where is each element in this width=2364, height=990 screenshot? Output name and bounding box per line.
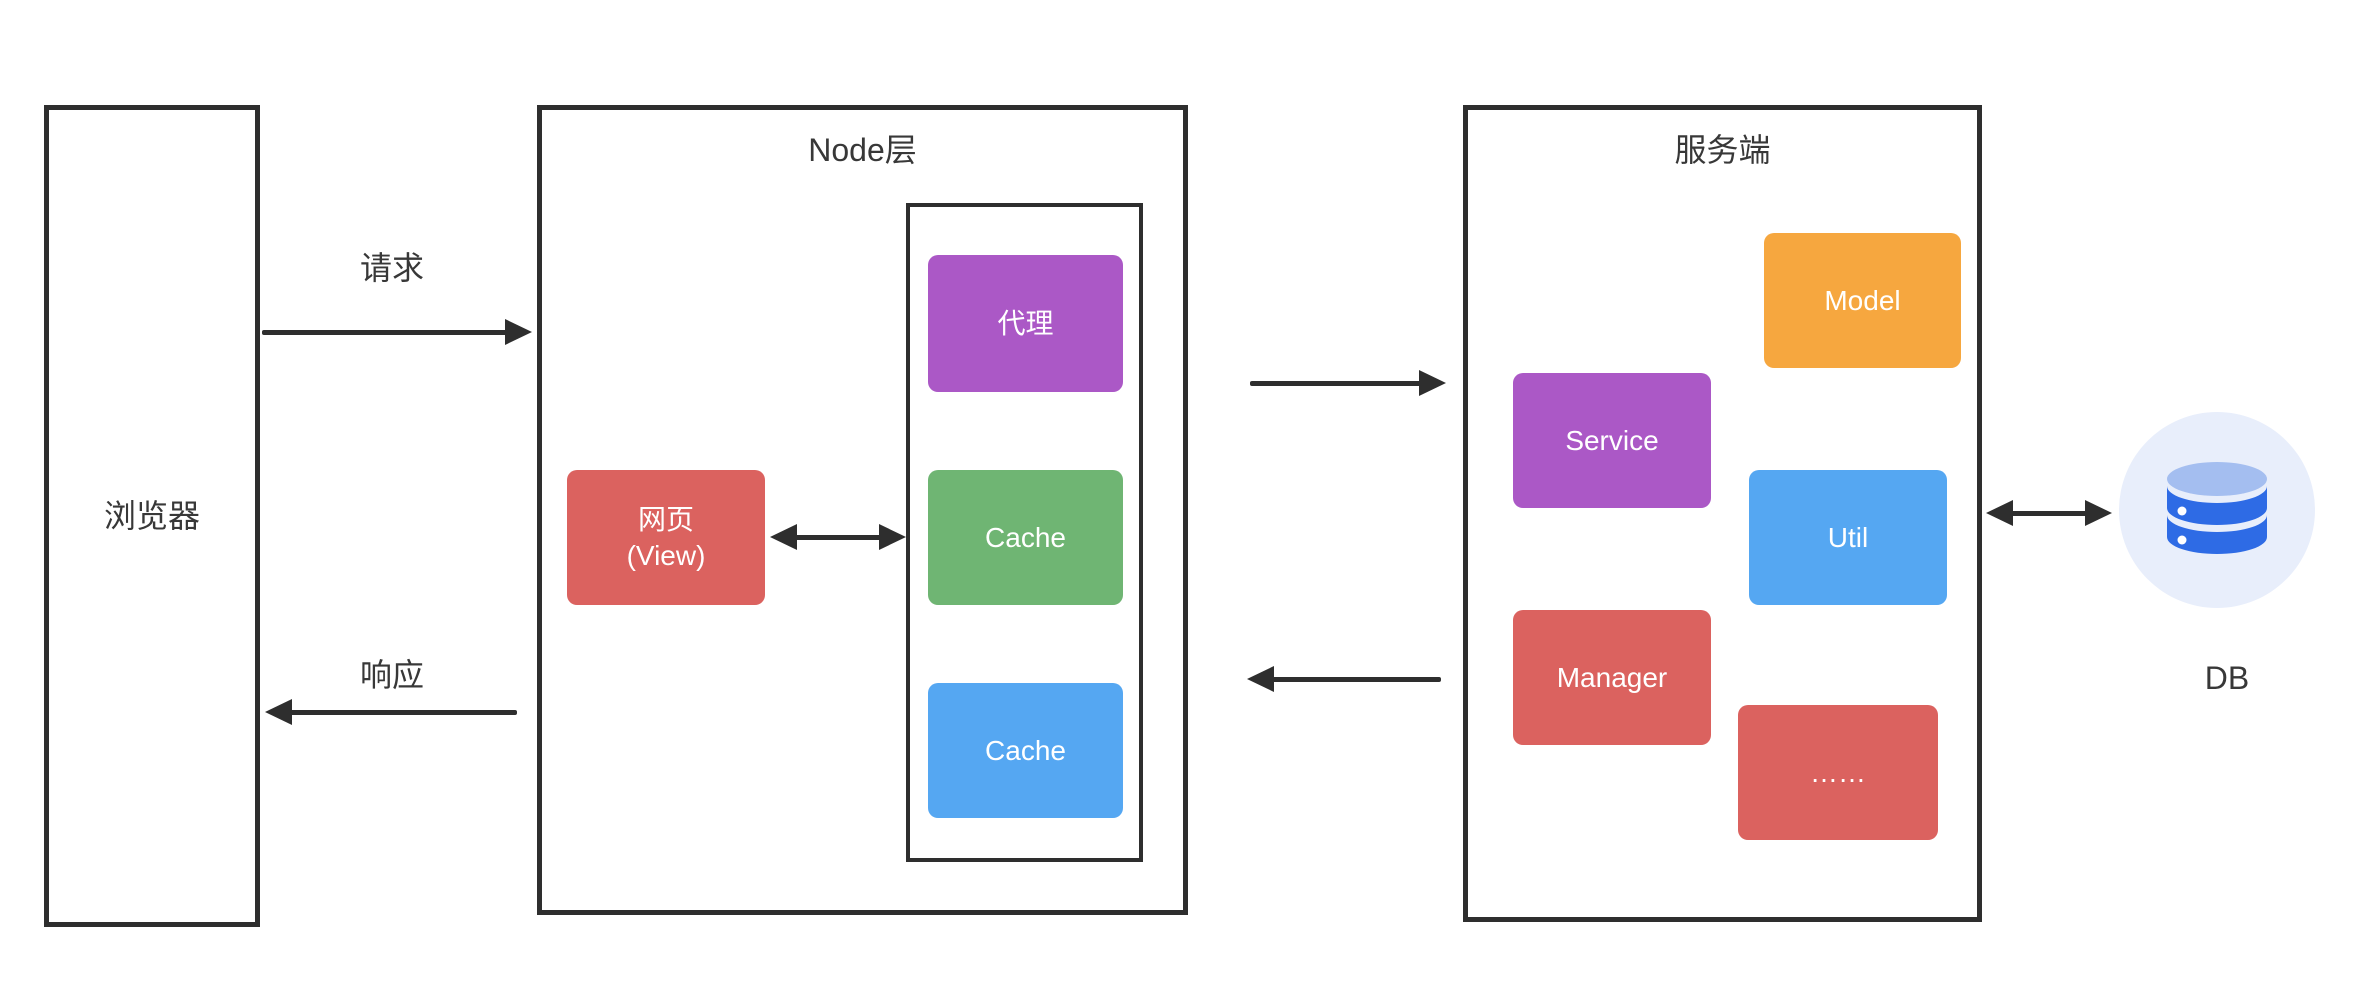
arrow-head-right-icon [1419,370,1446,396]
server-to-node-arrow [1247,666,1441,692]
response-arrow [265,699,517,725]
server-title: 服务端 [1674,132,1771,168]
manager-box: Manager [1513,610,1711,745]
server-db-arrow [1986,500,2112,526]
service-box-label: Service [1565,424,1659,456]
arrow-line [794,535,882,540]
view-box-label-line1: 网页 [637,503,694,535]
db-label: DB [2204,660,2250,696]
response-label: 响应 [359,657,424,693]
util-box: Util [1749,470,1947,605]
view-stack-arrow [770,524,906,550]
database-icon [2167,462,2267,554]
arrow-head-left-icon [1986,500,2013,526]
browser-box: 浏览器 [44,105,260,927]
etc-box-label: …… [1810,756,1866,788]
browser-label: 浏览器 [103,498,200,534]
arrow-head-left-icon [265,699,292,725]
etc-box: …… [1738,705,1938,840]
arrow-line [1271,677,1441,682]
arrow-head-right-icon [2085,500,2112,526]
node-to-server-arrow [1250,370,1446,396]
cache-box-label: Cache [985,521,1066,553]
arrow-line [289,710,517,715]
arrow-line [2010,511,2088,516]
manager-box-label: Manager [1556,661,1668,693]
cache-box-green: Cache [928,470,1123,605]
arrow-line [262,330,508,335]
arrow-line [1250,381,1422,386]
proxy-box: 代理 [928,255,1123,392]
arrow-head-left-icon [1247,666,1274,692]
cache-box-label: Cache [985,734,1066,766]
proxy-box-label: 代理 [997,307,1054,339]
model-box: Model [1764,233,1961,368]
request-arrow [262,319,532,345]
arrow-head-left-icon [770,524,797,550]
util-box-label: Util [1827,521,1869,553]
view-box-label-line2: (View) [626,539,706,571]
browser-label-wrap: 浏览器 [49,110,255,922]
request-label: 请求 [359,250,424,286]
model-box-label: Model [1824,284,1901,316]
cache-box-blue: Cache [928,683,1123,818]
view-box: 网页 (View) [567,470,765,605]
service-box: Service [1513,373,1711,508]
node-layer-title: Node层 [808,132,917,168]
arrow-head-right-icon [505,319,532,345]
arrow-head-right-icon [879,524,906,550]
